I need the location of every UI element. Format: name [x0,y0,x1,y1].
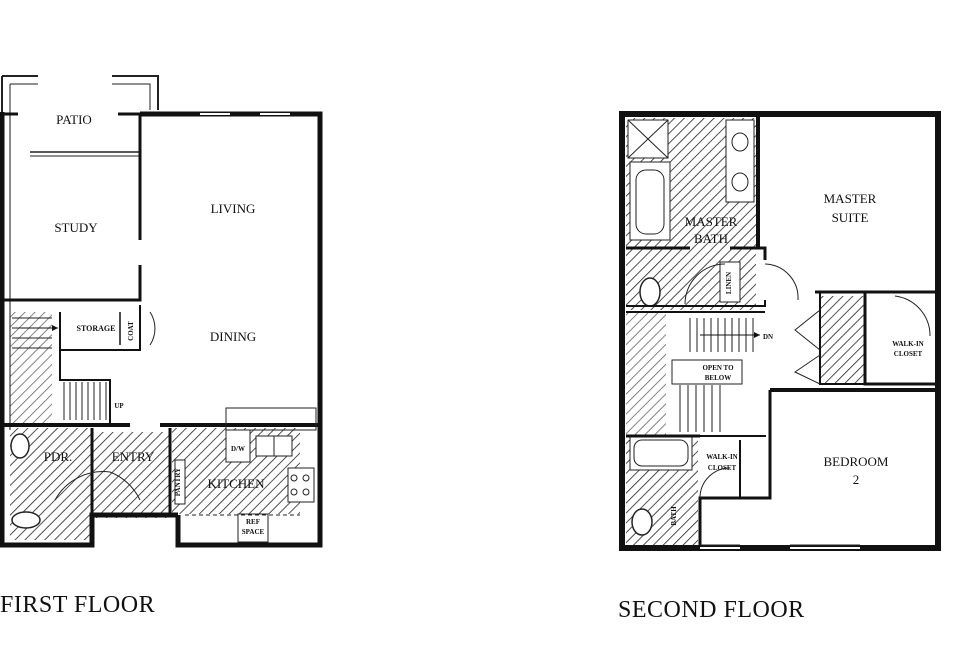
stair-label-dn: DN [763,333,773,341]
room-label-storage: STORAGE [77,324,116,333]
room-label-coat: COAT [127,321,135,341]
room-label-pantry: PANTRY [174,468,182,496]
stair-hatch [10,312,52,424]
room-label-patio: PATIO [56,112,92,127]
room-label-master-bath-line2: BATH [694,231,728,246]
appliance-label-space: SPACE [242,528,265,536]
stair-hatch-upper [626,312,666,437]
room-label-master-bath-line1: MASTER [685,214,738,229]
room-label-walkin-closet-bedroom-line1: WALK-IN [706,453,738,461]
room-label-bath: BATH [670,506,678,526]
room-label-living: LIVING [211,201,256,216]
appliance-label-dw: D/W [231,445,245,453]
room-label-master-suite-line2: SUITE [832,210,869,225]
room-label-walkin-closet-master-line2: CLOSET [894,350,923,358]
room-label-walkin-closet-master-line1: WALK-IN [892,340,924,348]
second-floor-plan: MASTER BATH MASTER SUITE LINEN DN OPEN T… [619,111,941,551]
first-floor-title: FIRST FLOOR [0,592,156,618]
first-floor-plan: PATIO STUDY LIVING DINING STORAGE COAT U… [0,75,323,548]
room-label-master-suite-line1: MASTER [824,191,877,206]
room-label-bedroom-line1: BEDROOM [823,454,888,469]
label-open-to-below-line1: OPEN TO [702,364,734,372]
room-label-study: STUDY [54,220,98,235]
room-label-bedroom-line2: 2 [853,472,860,487]
entry-floor [92,432,170,518]
label-open-to-below-line2: BELOW [705,374,731,382]
room-label-linen: LINEN [725,272,733,294]
room-label-pdr: PDR. [44,449,73,464]
stair-label-up: UP [114,402,124,410]
second-floor-title: SECOND FLOOR [618,597,805,623]
linen-hatch [820,296,864,384]
room-label-kitchen: KITCHEN [207,476,265,491]
room-label-entry: ENTRY [112,449,155,464]
room-label-walkin-closet-bedroom-line2: CLOSET [708,464,737,472]
appliance-label-ref: REF [246,518,260,526]
room-label-dining: DINING [210,329,256,344]
